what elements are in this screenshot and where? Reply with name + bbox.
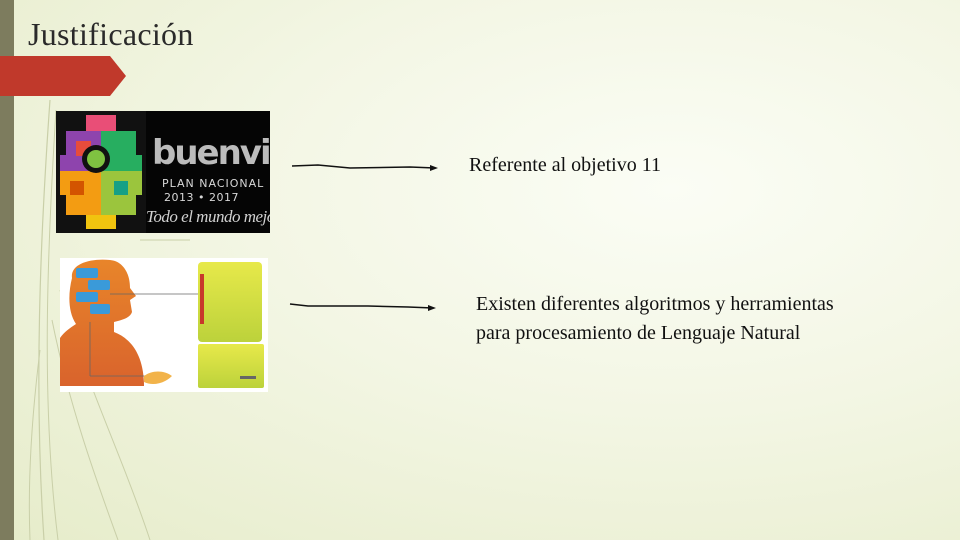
nlp-algorithms-text: Existen diferentes algoritmos y herramie…	[476, 290, 834, 348]
title-accent-tab	[0, 56, 126, 96]
human-computer-illustration	[60, 259, 264, 388]
logo-years: 2013 • 2017	[164, 191, 239, 204]
logo-tagline: Todo el mundo mejor	[146, 207, 270, 226]
logo-plan-label: PLAN NACIONAL	[162, 177, 265, 190]
nlp-text-line-2: para procesamiento de Lenguaje Natural	[476, 322, 801, 344]
decorative-lines	[28, 99, 190, 540]
page-title: Justificación	[28, 16, 194, 52]
chakana-icon	[56, 111, 146, 233]
left-accent-bar	[0, 0, 14, 540]
logo-brand-word: buenvivir	[152, 133, 270, 173]
nlp-illustration	[60, 258, 268, 392]
arrow-2-icon	[289, 303, 436, 311]
arrow-1-icon	[291, 164, 438, 171]
nlp-text-line-1: Existen diferentes algoritmos y herramie…	[476, 293, 834, 315]
objective-reference-text: Referente al objetivo 11	[469, 154, 661, 176]
buen-vivir-logo: buenvivir PLAN NACIONAL 2013 • 2017 Todo…	[56, 111, 270, 233]
